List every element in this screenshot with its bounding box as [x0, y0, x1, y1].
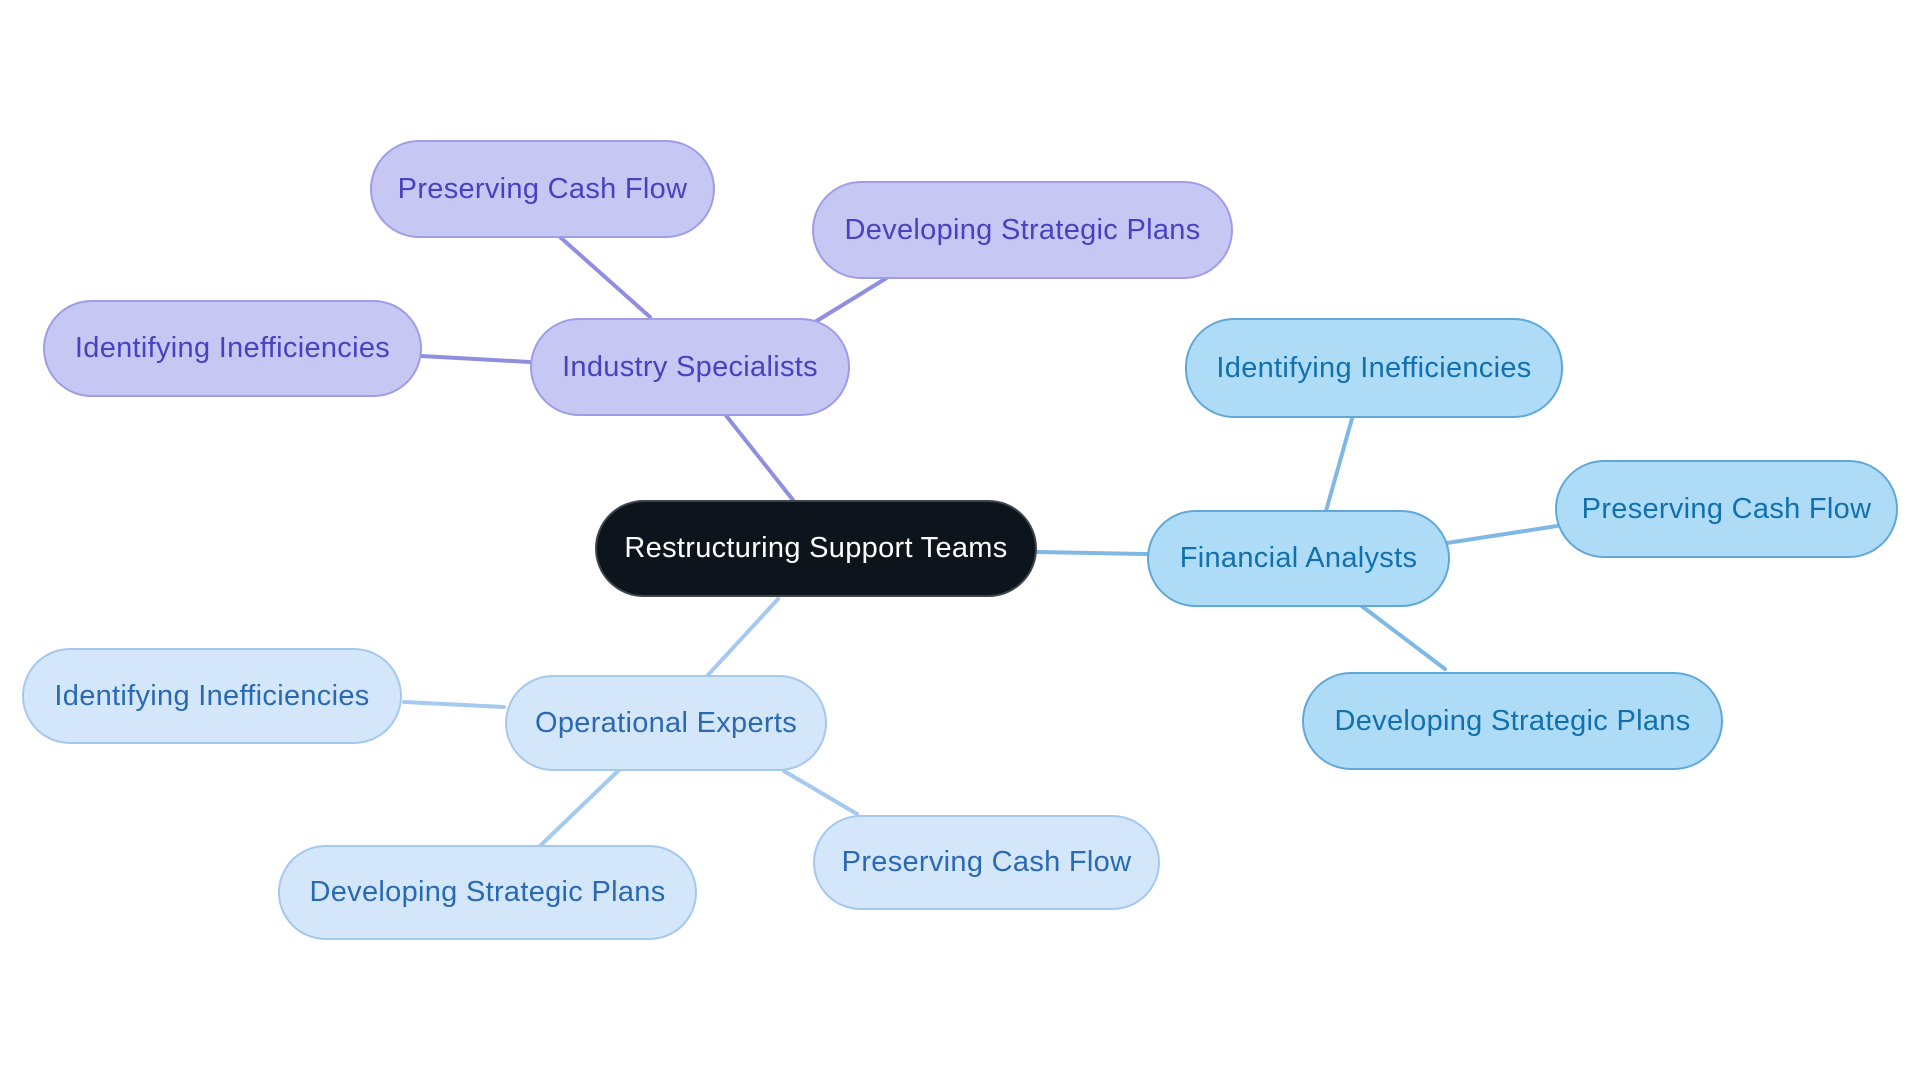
- edge-industry-to-developing-strategic-plans: [813, 272, 895, 324]
- node-financial-preserving-cash-flow[interactable]: Preserving Cash Flow: [1555, 460, 1898, 558]
- edge-operational-to-central: [706, 597, 780, 677]
- edge-industry-to-preserving-cash-flow: [558, 235, 652, 319]
- node-operational-preserving-cash-flow[interactable]: Preserving Cash Flow: [813, 815, 1160, 910]
- node-industry-developing-strategic-plans[interactable]: Developing Strategic Plans: [812, 181, 1233, 279]
- edge-operational-to-preserving-cash-flow: [782, 769, 859, 816]
- edge-industry-to-central: [722, 411, 795, 502]
- node-financial-analysts[interactable]: Financial Analysts: [1147, 510, 1450, 607]
- node-operational-experts[interactable]: Operational Experts: [505, 675, 827, 771]
- edge-financial-to-developing-strategic-plans: [1357, 602, 1447, 671]
- edge-industry-to-identifying-inefficiencies: [419, 354, 532, 364]
- edge-financial-to-preserving-cash-flow: [1445, 524, 1559, 545]
- edge-operational-to-developing-strategic-plans: [539, 769, 620, 847]
- node-central[interactable]: Restructuring Support Teams: [595, 500, 1037, 597]
- edge-financial-to-central: [1036, 550, 1149, 556]
- node-financial-identifying-inefficiencies[interactable]: Identifying Inefficiencies: [1185, 318, 1563, 418]
- node-industry-preserving-cash-flow[interactable]: Preserving Cash Flow: [370, 140, 715, 238]
- edge-financial-to-identifying-inefficiencies: [1324, 413, 1355, 513]
- node-financial-developing-strategic-plans[interactable]: Developing Strategic Plans: [1302, 672, 1723, 770]
- node-industry-specialists[interactable]: Industry Specialists: [530, 318, 850, 416]
- node-operational-identifying-inefficiencies[interactable]: Identifying Inefficiencies: [22, 648, 402, 744]
- node-industry-identifying-inefficiencies[interactable]: Identifying Inefficiencies: [43, 300, 422, 397]
- edge-operational-to-identifying-inefficiencies: [402, 700, 506, 709]
- node-operational-developing-strategic-plans[interactable]: Developing Strategic Plans: [278, 845, 697, 940]
